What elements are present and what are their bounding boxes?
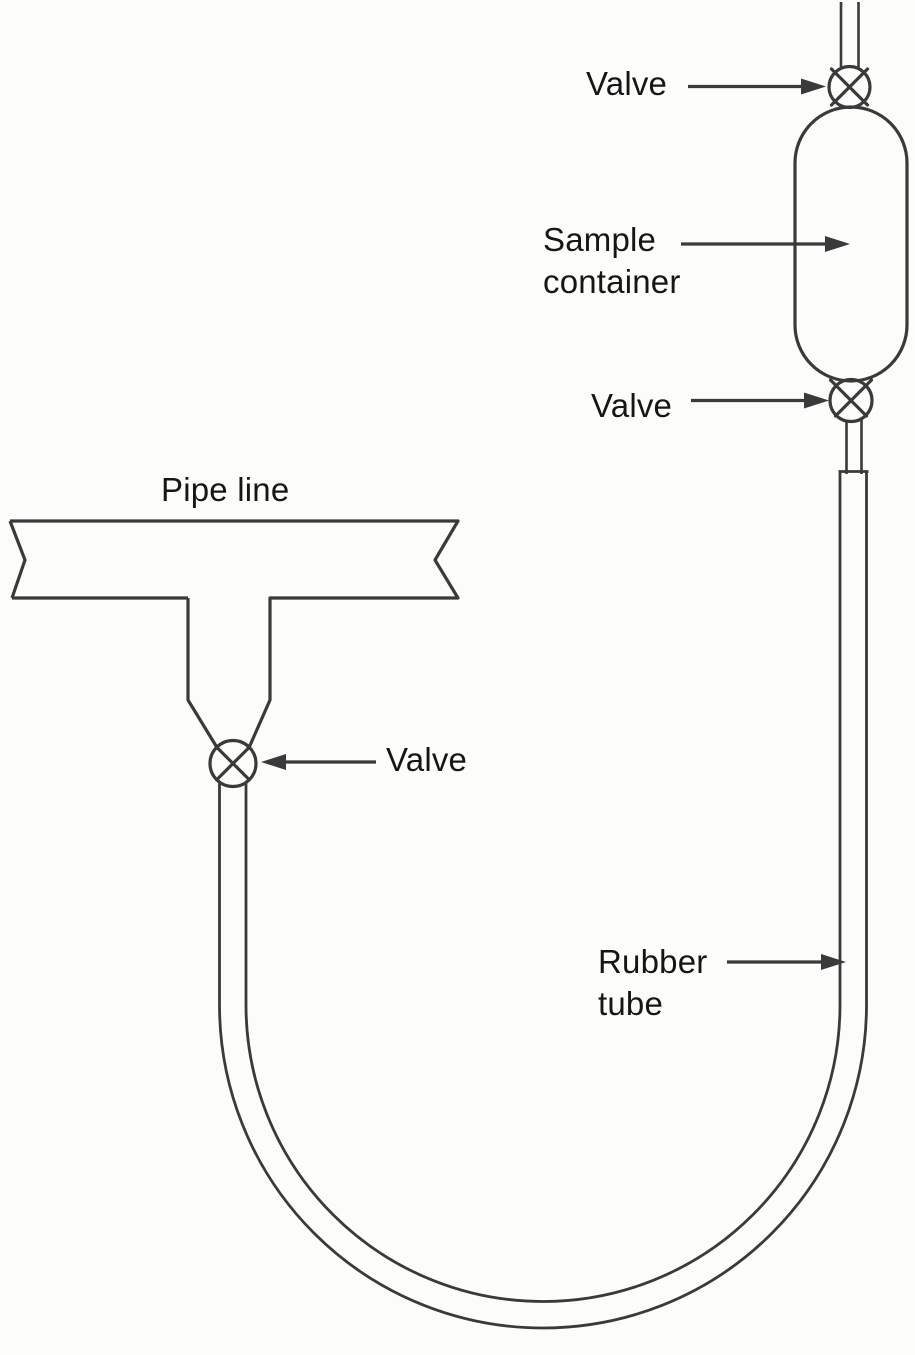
label-valve-top: Valve (586, 65, 668, 102)
arrow-to-valve-pipe (261, 754, 376, 770)
arrow-to-sample-container (681, 236, 850, 252)
label-sample-container-line2: container (543, 263, 681, 300)
rubber-tube-shape (218, 470, 869, 1330)
pipe-line-shape (8, 519, 460, 748)
arrow-to-valve-container (691, 392, 829, 409)
arrow-to-valve-top (688, 78, 826, 95)
label-rubber-tube-line2: tube (598, 985, 664, 1022)
connector-tube (845, 420, 863, 474)
label-sample-container-line1: Sample (543, 221, 657, 258)
valve-top-icon (827, 64, 872, 110)
top-outlet-tube (839, 2, 860, 69)
arrow-to-rubber-tube (727, 954, 846, 970)
valve-pipe-icon (208, 738, 258, 789)
label-rubber-tube-line1: Rubber (598, 943, 708, 980)
label-valve-pipe: Valve (386, 741, 468, 778)
label-valve-container: Valve (591, 387, 673, 424)
label-rubber-tube: Rubber tube (598, 941, 707, 1025)
label-pipe-line: Pipe line (161, 471, 290, 508)
label-sample-container: Sample container (543, 219, 681, 303)
valve-container-icon (828, 377, 874, 424)
